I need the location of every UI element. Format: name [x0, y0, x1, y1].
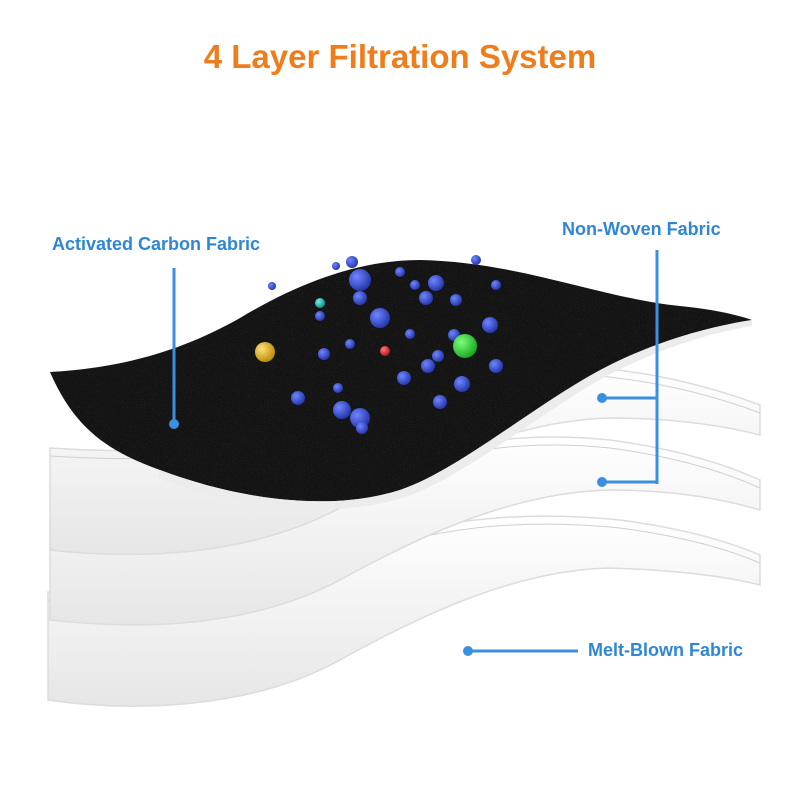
particle-blue-icon [345, 339, 355, 349]
meltblown-leader-dot [463, 646, 473, 656]
particle-blue-icon [433, 395, 447, 409]
page-title: 4 Layer Filtration System [203, 38, 597, 75]
label-non-woven: Non-Woven Fabric [562, 219, 721, 239]
nonwoven-upper-dot [597, 393, 607, 403]
particle-blue-icon [428, 275, 444, 291]
particle-blue-icon [454, 376, 470, 392]
leader-lines [169, 250, 659, 656]
label-activated-carbon: Activated Carbon Fabric [52, 234, 261, 254]
particle-blue-icon [482, 317, 498, 333]
particle-blue-icon [356, 422, 368, 434]
particle-blue-icon [405, 329, 415, 339]
particle-blue-icon [333, 383, 343, 393]
particle-blue-icon [489, 359, 503, 373]
particle-blue-icon [471, 255, 481, 265]
particle-blue-icon [333, 401, 351, 419]
particle-red-icon [380, 346, 390, 356]
label-melt-blown: Melt-Blown Fabric [588, 640, 744, 660]
particle-blue-icon [268, 282, 276, 290]
particle-blue-icon [432, 350, 444, 362]
particle-yellow-icon [255, 342, 275, 362]
particle-blue-icon [397, 371, 411, 385]
particle-blue-icon [349, 269, 371, 291]
particle-teal-icon [315, 298, 325, 308]
particle-blue-icon [410, 280, 420, 290]
carbon-leader-dot [169, 419, 179, 429]
particle-blue-icon [318, 348, 330, 360]
particle-blue-icon [419, 291, 433, 305]
particle-blue-icon [353, 291, 367, 305]
particle-blue-icon [421, 359, 435, 373]
particle-blue-icon [346, 256, 358, 268]
particle-green-icon [453, 334, 477, 358]
particles [255, 255, 503, 434]
particle-blue-icon [291, 391, 305, 405]
particle-blue-icon [450, 294, 462, 306]
particle-blue-icon [315, 311, 325, 321]
particle-blue-icon [395, 267, 405, 277]
particle-blue-icon [370, 308, 390, 328]
particle-blue-icon [332, 262, 340, 270]
particle-blue-icon [491, 280, 501, 290]
nonwoven-lower-dot [597, 477, 607, 487]
